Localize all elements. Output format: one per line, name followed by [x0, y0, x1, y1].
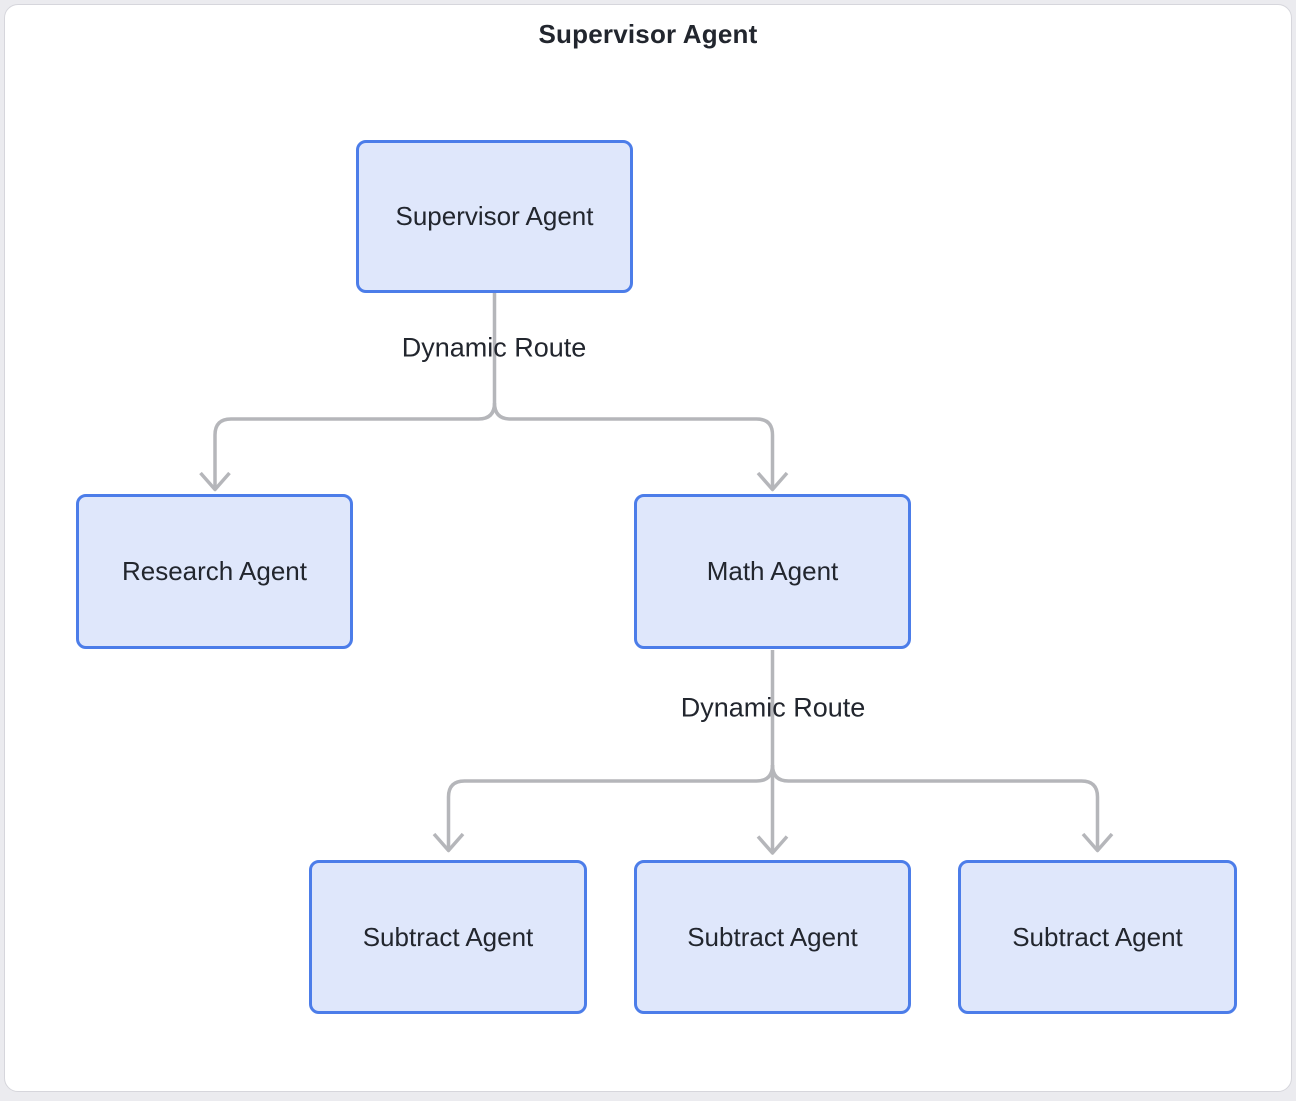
edge-supervisor-math	[492, 402, 775, 489]
node-subtract-agent-2[interactable]: Subtract Agent	[634, 860, 911, 1014]
diagram-container: Supervisor Agent Dynamic Route Dynam	[4, 4, 1292, 1092]
arrowhead-subtract1	[432, 832, 465, 853]
edge-supervisor-research	[213, 402, 497, 489]
node-math-agent[interactable]: Math Agent	[634, 494, 911, 649]
edge-supervisor-branch	[199, 293, 789, 492]
node-subtract-agent-2-label: Subtract Agent	[687, 921, 858, 952]
node-subtract-agent-1[interactable]: Subtract Agent	[309, 860, 587, 1014]
node-subtract-agent-3-label: Subtract Agent	[1012, 921, 1183, 952]
edge-label-dynamic-route-1: Dynamic Route	[401, 332, 587, 363]
diagram-title: Supervisor Agent	[538, 19, 758, 49]
edge-math-subtract1	[446, 764, 775, 850]
node-math-agent-label: Math Agent	[706, 556, 839, 586]
edge-label-dynamic-route-2: Dynamic Route	[680, 692, 866, 723]
arrowhead-math	[756, 471, 789, 492]
edge-math-subtract3	[770, 764, 1100, 850]
node-supervisor-agent-label: Supervisor Agent	[395, 201, 594, 231]
edge-math-branch	[432, 650, 1114, 855]
node-supervisor-agent[interactable]: Supervisor Agent	[356, 140, 633, 293]
node-subtract-agent-1-label: Subtract Agent	[362, 921, 534, 952]
node-research-agent[interactable]: Research Agent	[76, 494, 353, 649]
arrowhead-subtract2	[756, 835, 789, 855]
node-research-agent-label: Research Agent	[121, 556, 307, 586]
arrowhead-subtract3	[1081, 832, 1114, 853]
node-subtract-agent-3[interactable]: Subtract Agent	[958, 860, 1237, 1014]
arrowhead-research	[199, 471, 231, 492]
